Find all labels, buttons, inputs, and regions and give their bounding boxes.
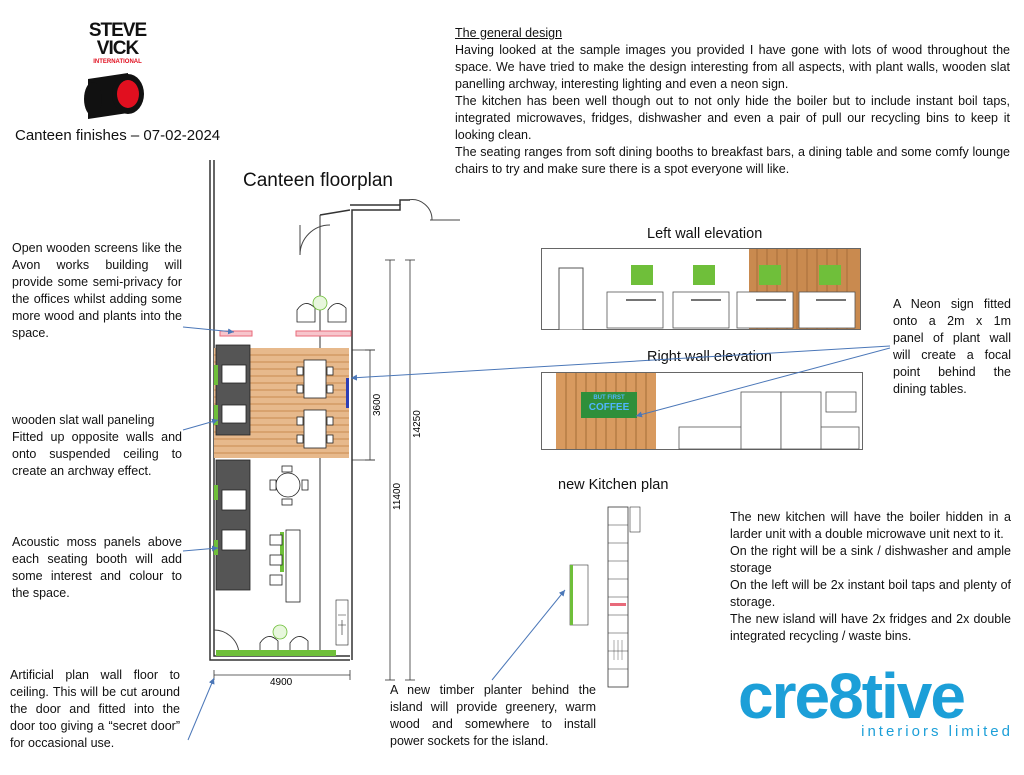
- note-neon-sign: A Neon sign fitted onto a 2m x 1m panel …: [893, 297, 1011, 396]
- document-title: Canteen finishes – 07-02-2024: [15, 127, 221, 144]
- wooden-screen-left: [219, 330, 253, 337]
- artificial-plant-wall: [216, 650, 336, 656]
- cre8tive-logo: cre8tive interiors limited: [738, 660, 1013, 740]
- note-slat-paneling-body: Fitted up opposite walls and onto suspen…: [12, 430, 182, 478]
- note-slat-paneling: wooden slat wall paneling Fitted up oppo…: [12, 412, 182, 480]
- logo-word-steve: STEVE: [88, 20, 147, 41]
- dim-3600: 3600: [372, 393, 383, 416]
- kitchen-plan-drawing: [569, 506, 641, 688]
- left-wall-elevation: [541, 248, 861, 330]
- dining-tables: [296, 359, 334, 449]
- kitchen-description: The new kitchen will have the boiler hid…: [730, 509, 1011, 645]
- dim-11400: 11400: [392, 482, 403, 510]
- note-slat-paneling-heading: wooden slat wall paneling: [12, 413, 155, 427]
- kitchen-plan-title: new Kitchen plan: [558, 477, 669, 493]
- dim-14250: 14250: [412, 410, 423, 438]
- right-wall-elevation: [541, 372, 863, 450]
- canteen-floorplan-drawing: 3600 11400 14250 4900: [209, 160, 460, 688]
- left-wall-elevation-title: Left wall elevation: [647, 226, 763, 242]
- kitchen-paragraph-1: The new kitchen will have the boiler hid…: [730, 510, 1011, 541]
- general-design-section: The general design Having looked at the …: [455, 25, 1010, 178]
- kitchen-paragraph-3: On the left will be 2x instant boil taps…: [730, 578, 1011, 609]
- general-design-paragraph-3: The seating ranges from soft dining boot…: [455, 145, 1010, 176]
- neon-sign-line-2: COFFEE: [588, 402, 630, 413]
- general-design-paragraph-2: The kitchen has been well though out to …: [455, 94, 1010, 142]
- general-design-heading: The general design: [455, 26, 563, 40]
- note-acoustic-moss: Acoustic moss panels above each seating …: [12, 535, 182, 600]
- kitchen-paragraph-2: On the right will be a sink / dishwasher…: [730, 544, 1011, 575]
- neon-sign-line-1: BUT FIRST: [593, 395, 625, 401]
- seating-booths: [215, 344, 251, 591]
- steve-vick-logo: STEVE VICK INTERNATIONAL: [80, 20, 155, 120]
- round-table: [269, 465, 309, 506]
- logo-word-vick: VICK: [96, 38, 139, 59]
- lounge-chairs-top: [296, 295, 347, 323]
- kitchen-paragraph-4: The new island will have 2x fridges and …: [730, 612, 1011, 643]
- floorplan-title: Canteen floorplan: [243, 170, 393, 191]
- logo-roll-icon: [84, 73, 144, 119]
- kitchen-units: [335, 599, 349, 646]
- wooden-screen-right: [295, 330, 352, 337]
- brand-name: cre8tive: [738, 660, 966, 732]
- brand-tagline: interiors limited: [861, 723, 1013, 740]
- note-timber-planter: A new timber planter behind the island w…: [390, 683, 596, 748]
- dim-4900: 4900: [270, 677, 293, 688]
- logo-word-international: INTERNATIONAL: [93, 59, 142, 65]
- general-design-paragraph-1: Having looked at the sample images you p…: [455, 43, 1010, 91]
- note-plant-wall: Artificial plan wall floor to ceiling. T…: [10, 668, 180, 750]
- neon-sign-text: BUT FIRST COFFEE: [581, 394, 637, 414]
- door-swings: [213, 199, 460, 656]
- kitchen-island: [269, 529, 301, 603]
- note-wooden-screens: Open wooden screens like the Avon works …: [12, 241, 182, 340]
- neon-sign-marker: [346, 378, 349, 408]
